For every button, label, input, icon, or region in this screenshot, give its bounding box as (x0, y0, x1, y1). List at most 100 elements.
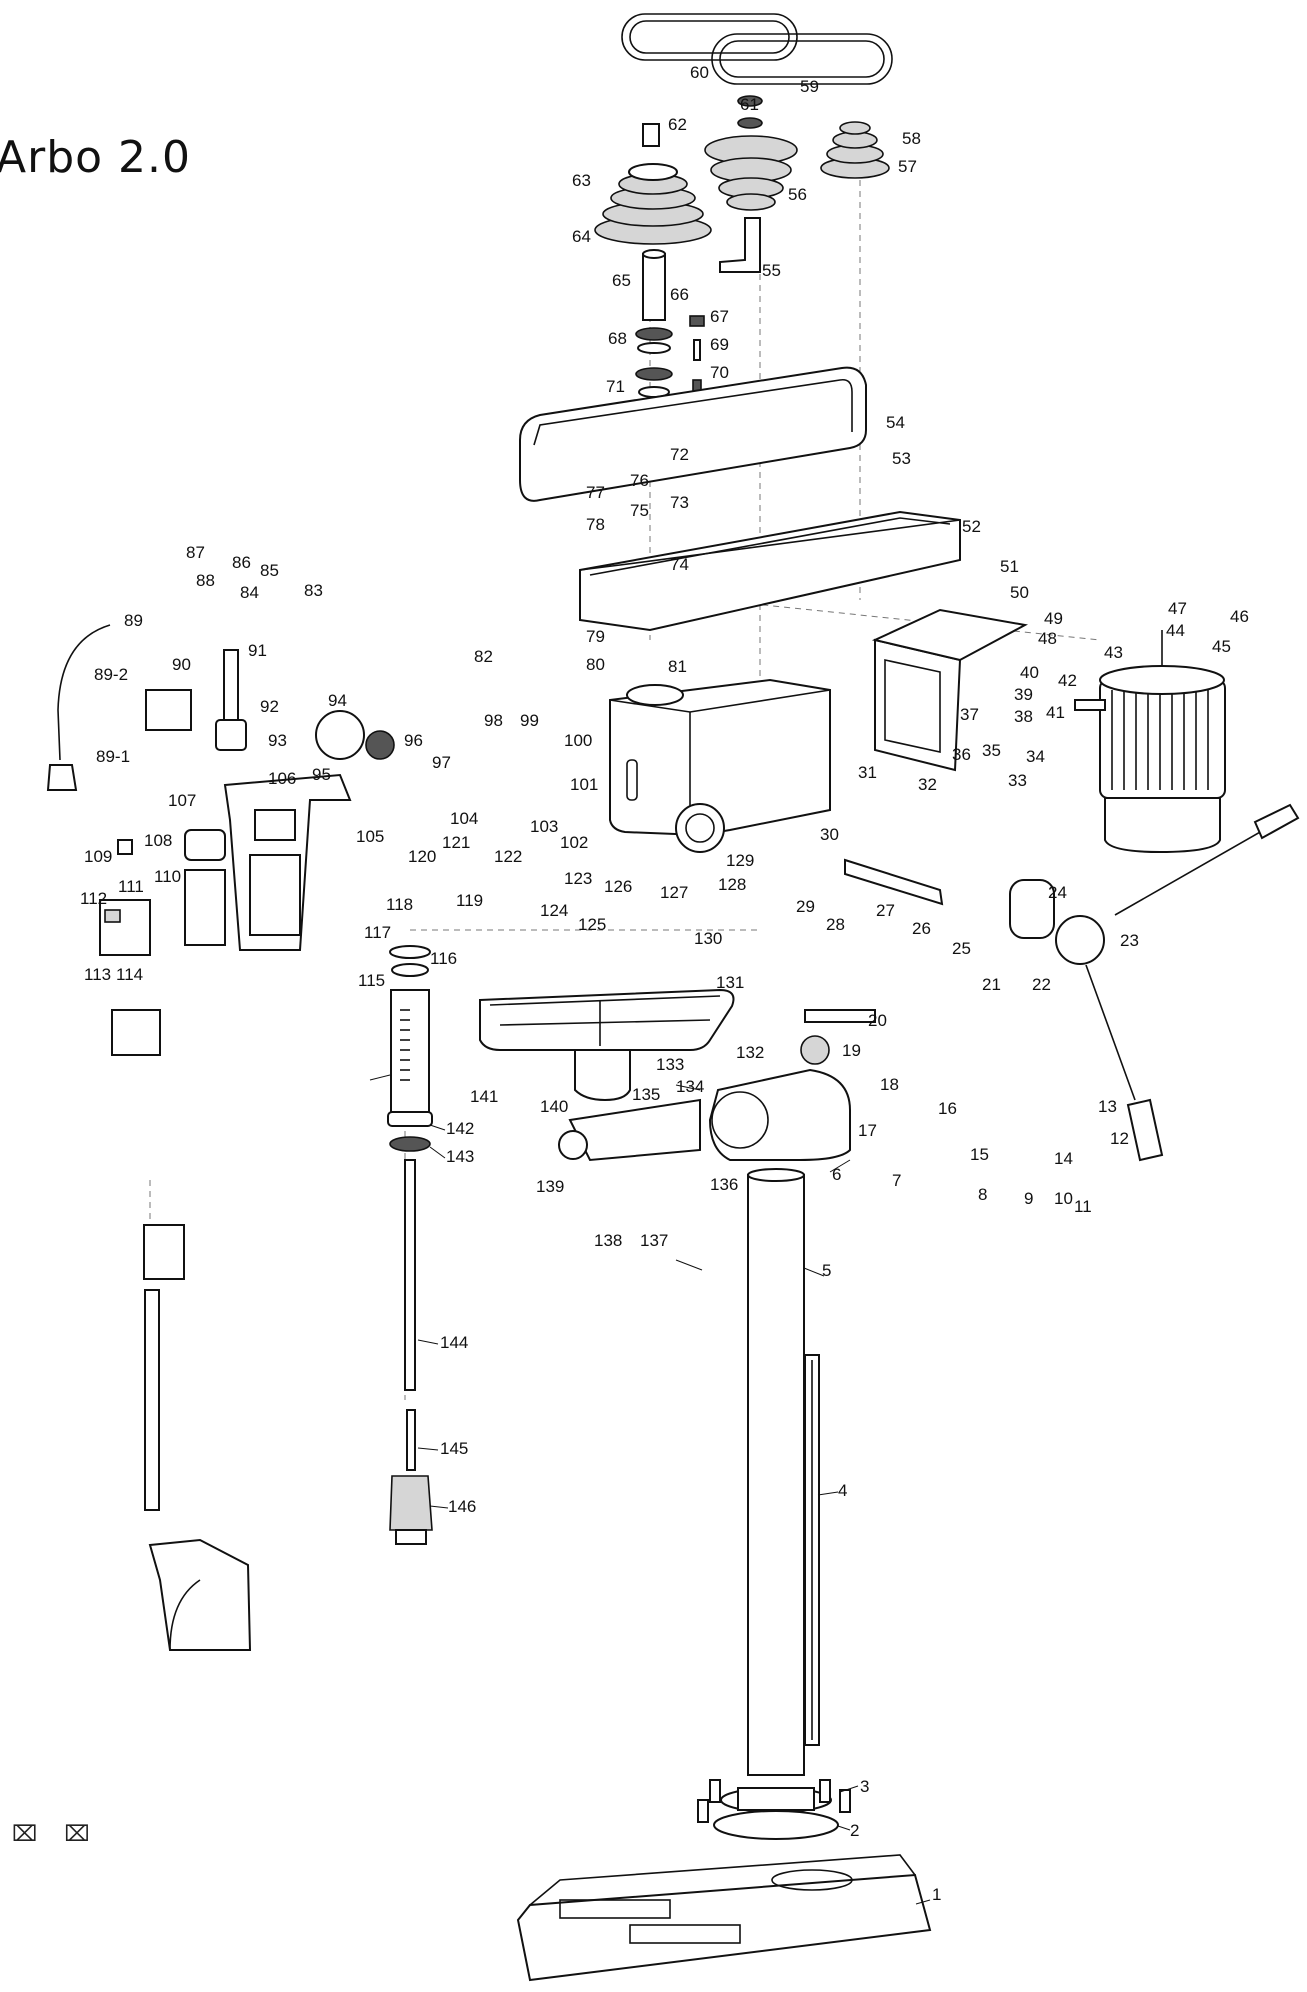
part-label: 125 (578, 915, 606, 934)
part-label: 131 (716, 973, 744, 992)
part-label: 8 (978, 1185, 987, 1204)
part-label: 47 (1168, 599, 1187, 618)
part-label: 144 (440, 1333, 468, 1352)
part-label: 3 (860, 1777, 869, 1796)
belt-guard (519, 366, 961, 632)
part-label: 63 (572, 171, 591, 190)
part-label: 114 (116, 965, 143, 984)
part-label: 105 (356, 827, 384, 846)
part-label: 16 (938, 1099, 957, 1118)
part-label: 134 (676, 1077, 704, 1096)
part-label: 55 (762, 261, 781, 280)
part-label: 140 (540, 1097, 568, 1116)
part-label: 102 (560, 833, 588, 852)
part-label: 113 (84, 965, 111, 984)
part-label: 95 (312, 765, 331, 784)
part-label: 40 (1020, 663, 1039, 682)
chuck-guard (143, 1224, 252, 1651)
part-label: 128 (718, 875, 746, 894)
part-label: 46 (1230, 607, 1249, 626)
part-label: 81 (668, 657, 687, 676)
part-label: 136 (710, 1175, 738, 1194)
motor-assembly (871, 608, 1226, 854)
part-label: 71 (606, 377, 625, 396)
part-label: 112 (80, 889, 107, 908)
part-label: 20 (868, 1011, 887, 1030)
part-label: 36 (952, 745, 971, 764)
part-label: 143 (446, 1147, 474, 1166)
part-label: 66 (670, 285, 689, 304)
part-label: 32 (918, 775, 937, 794)
part-label: 122 (494, 847, 522, 866)
part-label: 60 (690, 63, 709, 82)
part-label: 135 (632, 1085, 660, 1104)
part-label: 121 (442, 833, 470, 852)
part-label: 103 (530, 817, 558, 836)
part-label: 27 (876, 901, 895, 920)
part-label: 19 (842, 1041, 861, 1060)
part-label: 68 (608, 329, 627, 348)
part-label: 44 (1166, 621, 1185, 640)
part-label: 18 (880, 1075, 899, 1094)
part-label: 45 (1212, 637, 1231, 656)
part-label: 2 (850, 1821, 859, 1840)
part-label: 82 (474, 647, 493, 666)
part-label: 38 (1014, 707, 1033, 726)
part-label: 73 (670, 493, 689, 512)
part-label: 35 (982, 741, 1001, 760)
part-label: 50 (1010, 583, 1029, 602)
part-label: 80 (586, 655, 605, 674)
part-label: 145 (440, 1439, 468, 1458)
part-label: 70 (710, 363, 729, 382)
part-label: 12 (1110, 1129, 1129, 1148)
part-label: 98 (484, 711, 503, 730)
part-label: 4 (838, 1481, 847, 1500)
part-label: 106 (268, 769, 296, 788)
part-label: 116 (430, 949, 457, 968)
part-label: 39 (1014, 685, 1033, 704)
part-label: 139 (536, 1177, 564, 1196)
part-label: 34 (1026, 747, 1045, 766)
part-label: 92 (260, 697, 279, 716)
head-casting (609, 678, 831, 853)
part-label: 31 (858, 763, 877, 782)
part-label: 6 (832, 1165, 841, 1184)
part-label: 43 (1104, 643, 1123, 662)
part-label: 77 (586, 483, 605, 502)
part-label: 100 (564, 731, 592, 750)
part-label: 130 (694, 929, 722, 948)
drive-belts (621, 13, 893, 85)
part-label-group: 1 2 3 4 5 6 7 8 9 10 11 12 13 14 15 16 1… (80, 63, 1249, 1904)
column-assembly (558, 1068, 851, 1776)
part-label: 11 (1074, 1197, 1092, 1216)
part-label: 25 (952, 939, 971, 958)
part-label: 123 (564, 869, 592, 888)
motor-fins (1111, 690, 1209, 790)
part-label: 65 (612, 271, 631, 290)
part-label: 21 (982, 975, 1001, 994)
part-label: 119 (456, 891, 483, 910)
part-label: 30 (820, 825, 839, 844)
part-label: 17 (858, 1121, 877, 1140)
part-label: 109 (84, 847, 112, 866)
part-label: 75 (630, 501, 649, 520)
part-label: 101 (570, 775, 598, 794)
part-label: 83 (304, 581, 323, 600)
part-label: 137 (640, 1231, 668, 1250)
diagram-title: Arbo 2.0 (0, 132, 191, 183)
part-label: 107 (168, 791, 196, 810)
missing-glyph-marks: ⌧ ⌧ (12, 1822, 100, 1847)
part-label: 126 (604, 877, 632, 896)
part-label: 56 (788, 185, 807, 204)
part-label: 99 (520, 711, 539, 730)
part-label: 86 (232, 553, 251, 572)
part-label: 7 (892, 1171, 901, 1190)
part-label: 89 (124, 611, 143, 630)
part-label: 62 (668, 115, 687, 134)
work-lamp (46, 624, 247, 791)
base (516, 1779, 932, 1982)
part-label: 90 (172, 655, 191, 674)
part-label: 58 (902, 129, 921, 148)
part-label: 94 (328, 691, 347, 710)
part-label: 124 (540, 901, 568, 920)
